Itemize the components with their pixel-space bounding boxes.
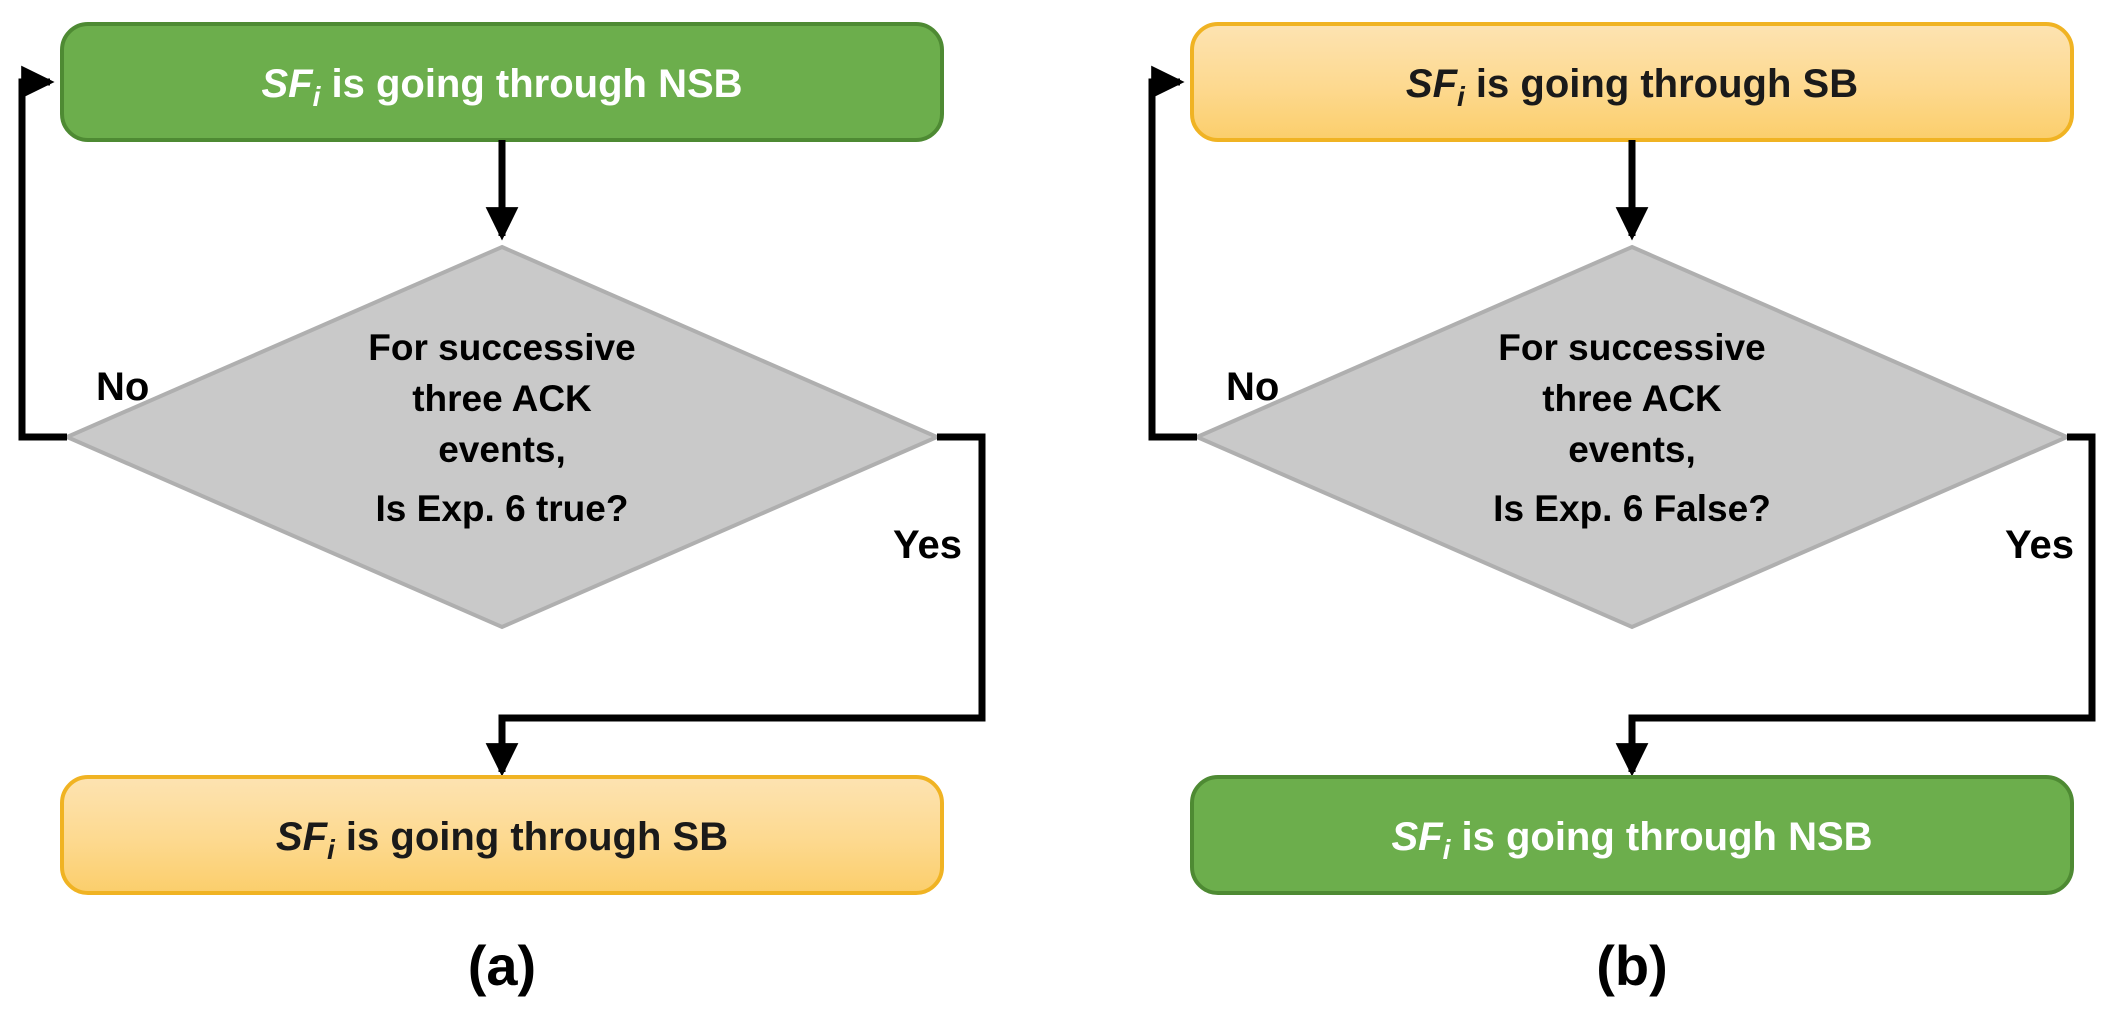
panel-b-bottom-box-shape[interactable]: [1190, 775, 2074, 895]
panel-b-caption: (b): [1596, 934, 1668, 997]
panel-a-decision[interactable]: For successive three ACK events, Is Exp.…: [62, 244, 942, 630]
panel-b-decision-shape[interactable]: [1192, 244, 2072, 630]
panel-a-decision-shape[interactable]: [62, 244, 942, 630]
panel-b-decision[interactable]: For successive three ACK events, Is Exp.…: [1192, 244, 2072, 630]
sf-subscript: i: [1443, 834, 1452, 865]
panel-b-top-box[interactable]: SFi is going through SB: [1190, 22, 2074, 142]
panel-a-edge-no-label: No: [96, 365, 149, 409]
panel-a-bottom-box-shape[interactable]: [60, 775, 944, 895]
sf-rest: is going through SB: [1465, 62, 1858, 106]
panel-a-top-box-label: SFi is going through NSB: [261, 62, 742, 112]
sf-rest: is going through NSB: [320, 62, 742, 106]
sf-symbol: SF: [261, 62, 314, 106]
panel-b-bottom-box-label: SFi is going through NSB: [1391, 815, 1872, 865]
sf-subscript: i: [313, 81, 322, 112]
panel-b-decision-line-3: events,: [1568, 429, 1696, 470]
panel-b-edge-no: [1148, 65, 1197, 441]
panel-a: SFi is going through NSB For successive …: [18, 22, 986, 997]
panel-b-edge-no-label: No: [1226, 365, 1279, 409]
panel-a-decision-line-2: three ACK: [412, 378, 592, 419]
panel-a-edge-yes: [485, 433, 986, 777]
panel-b-decision-line-1: For successive: [1498, 327, 1765, 368]
panel-b: SFi is going through SB For successive t…: [1148, 22, 2096, 997]
panel-b-top-box-label: SFi is going through SB: [1406, 62, 1858, 112]
panel-a-top-box[interactable]: SFi is going through NSB: [60, 22, 944, 142]
panel-a-caption: (a): [468, 934, 536, 997]
panel-b-decision-line-2: three ACK: [1542, 378, 1722, 419]
panel-a-edge-no: [18, 65, 67, 441]
panel-a-decision-line-4: Is Exp. 6 true?: [376, 488, 629, 529]
panel-b-decision-line-4: Is Exp. 6 False?: [1493, 488, 1771, 529]
sf-subscript: i: [327, 834, 336, 865]
panel-a-bottom-box[interactable]: SFi is going through SB: [60, 775, 944, 895]
panel-a-bottom-box-label: SFi is going through SB: [276, 815, 728, 865]
sf-subscript: i: [1457, 81, 1466, 112]
panel-a-decision-line-1: For successive: [368, 327, 635, 368]
panel-b-edge-yes-label: Yes: [2005, 523, 2074, 567]
panel-b-bottom-box[interactable]: SFi is going through NSB: [1190, 775, 2074, 895]
sf-symbol: SF: [276, 815, 329, 859]
sf-symbol: SF: [1406, 62, 1459, 106]
panel-b-edge-yes: [1615, 433, 2096, 777]
sf-rest: is going through NSB: [1450, 815, 1872, 859]
panel-a-decision-line-3: events,: [438, 429, 566, 470]
panel-a-edge-yes-label: Yes: [893, 523, 962, 567]
sf-symbol: SF: [1391, 815, 1444, 859]
sf-rest: is going through SB: [335, 815, 728, 859]
